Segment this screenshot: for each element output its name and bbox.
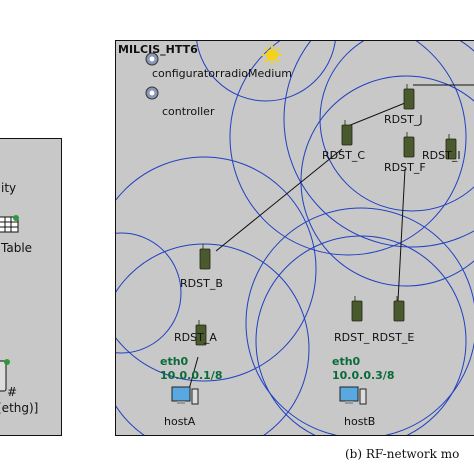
range-circle-rdst-c — [229, 41, 467, 256]
range-circle-rdst-a — [116, 243, 310, 435]
radio-medium-label[interactable]: radioMedium — [220, 67, 293, 80]
network-graphics — [116, 41, 474, 435]
link-f-e — [397, 168, 406, 302]
radio-icon-rdst-f — [403, 132, 415, 158]
left-panel-label-3: # — [7, 385, 18, 399]
node-label-host-a[interactable]: hostA — [164, 415, 196, 428]
node-label-rdst-d[interactable]: RDST_ — [334, 331, 370, 344]
network-title: MILCIS_HTT6 — [118, 43, 198, 56]
host-a-interface: eth0 — [160, 355, 189, 368]
host-b-ip: 10.0.0.3/8 — [332, 369, 395, 382]
node-label-rdst-e[interactable]: RDST_E — [372, 331, 415, 344]
rf-network-canvas[interactable]: MILCIS_HTT6 configurator radioMedium con… — [115, 40, 474, 436]
node-label-host-b[interactable]: hostB — [344, 415, 376, 428]
left-panel-label-2: Table — [1, 241, 33, 255]
left-panel-label-4: [ethg)] — [0, 401, 39, 415]
range-circle-rdst-d — [255, 235, 467, 435]
range-circle-rdst-f — [300, 75, 474, 287]
computer-icon-host-a — [171, 386, 199, 405]
ethernet-port-icon — [0, 359, 11, 393]
link-c-j — [347, 102, 406, 127]
controller-label[interactable]: controller — [162, 105, 215, 118]
node-label-rdst-a[interactable]: RDST_A — [174, 331, 217, 344]
radio-icon-rdst-d — [351, 296, 363, 322]
range-circle-rdst-j — [283, 41, 474, 248]
left-panel-label-1: ity — [1, 181, 17, 195]
figure-caption: (b) RF-network mo — [345, 447, 460, 461]
radio-icon-rdst-c — [341, 120, 353, 146]
radio-icon-rdst-j — [403, 84, 415, 110]
radio-icon-rdst-e — [393, 296, 405, 322]
radio-icon-rdst-a — [195, 320, 207, 346]
host-a-ip: 10.0.0.1/8 — [160, 369, 223, 382]
node-label-rdst-i[interactable]: RDST_I — [422, 149, 461, 162]
routing-table-icon — [0, 215, 19, 233]
radio-icon-rdst-b — [199, 244, 211, 270]
range-circle-top — [196, 41, 336, 102]
radio-medium-sun-icon — [262, 45, 282, 65]
range-circle-left — [116, 232, 182, 354]
node-label-rdst-f[interactable]: RDST_F — [384, 161, 426, 174]
host-b-interface: eth0 — [332, 355, 361, 368]
node-label-rdst-b[interactable]: RDST_B — [180, 277, 223, 290]
node-label-rdst-c[interactable]: RDST_C — [322, 149, 365, 162]
node-label-rdst-j[interactable]: RDST_J — [384, 113, 423, 126]
controller-icon — [145, 86, 159, 100]
link-b-c — [215, 148, 343, 252]
range-circle-rdst-e — [245, 207, 474, 435]
range-circle-rdst-b — [116, 156, 317, 382]
left-module-panel: ity Table # [ethg)] — [0, 138, 62, 436]
configurator-label[interactable]: configurator — [152, 67, 220, 80]
radio-icon-rdst-i — [445, 134, 457, 160]
computer-icon-host-b — [339, 386, 367, 405]
range-circle-rdst-j-inner — [319, 41, 474, 212]
configurator-icon — [145, 52, 159, 66]
